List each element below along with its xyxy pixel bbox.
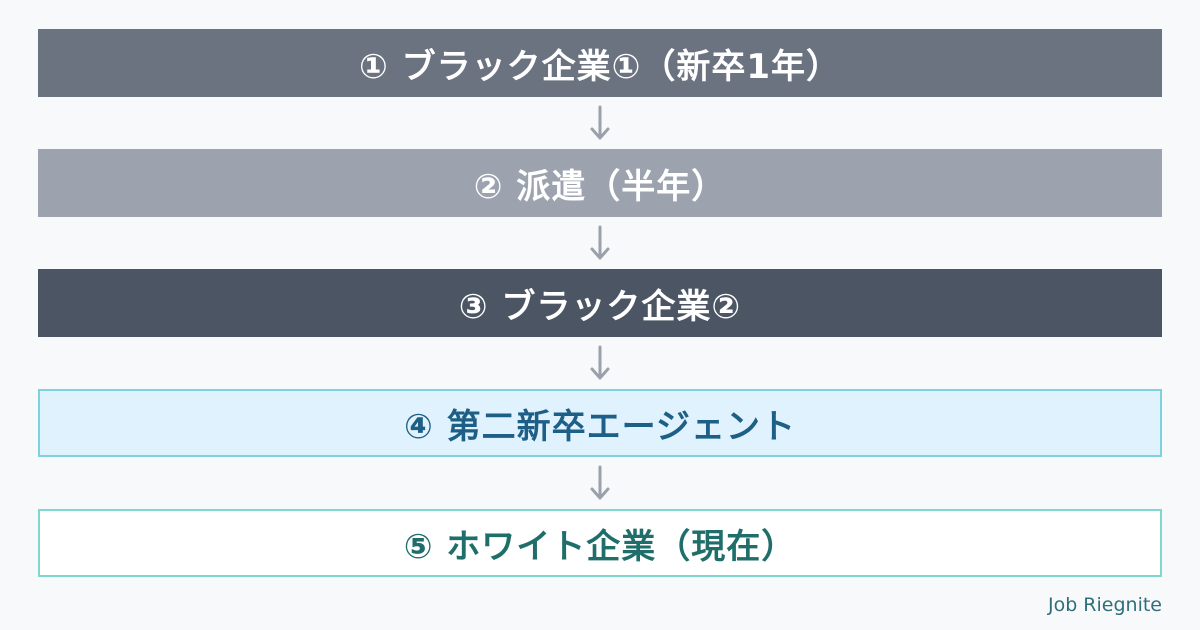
step-4-second-graduate-agent: ④ 第二新卒エージェント [38, 389, 1162, 457]
step-3-black-company-second: ③ ブラック企業② [38, 269, 1162, 337]
arrow-down-icon [590, 345, 610, 380]
step-5-label: ⑤ ホワイト企業（現在） [403, 526, 797, 567]
step-4-label: ④ 第二新卒エージェント [404, 406, 796, 447]
step-2-temp-staffing: ② 派遣（半年） [38, 149, 1162, 217]
flow-arrow-1 [38, 97, 1162, 149]
arrow-down-icon [590, 225, 610, 260]
step-1-black-company-first: ① ブラック企業①（新卒1年） [38, 29, 1162, 97]
step-1-label: ① ブラック企業①（新卒1年） [358, 46, 842, 87]
step-2-label: ② 派遣（半年） [473, 166, 727, 207]
career-flow-diagram: ① ブラック企業①（新卒1年） ② 派遣（半年） ③ ブラック企業② ④ 第二新… [38, 29, 1162, 577]
brand-credit: Job Riegnite [1047, 594, 1162, 616]
arrow-down-icon [590, 465, 610, 500]
flow-arrow-2 [38, 217, 1162, 269]
flow-arrow-4 [38, 457, 1162, 509]
flow-arrow-3 [38, 337, 1162, 389]
step-3-label: ③ ブラック企業② [458, 286, 742, 327]
arrow-down-icon [590, 105, 610, 140]
step-5-white-company-current: ⑤ ホワイト企業（現在） [38, 509, 1162, 577]
